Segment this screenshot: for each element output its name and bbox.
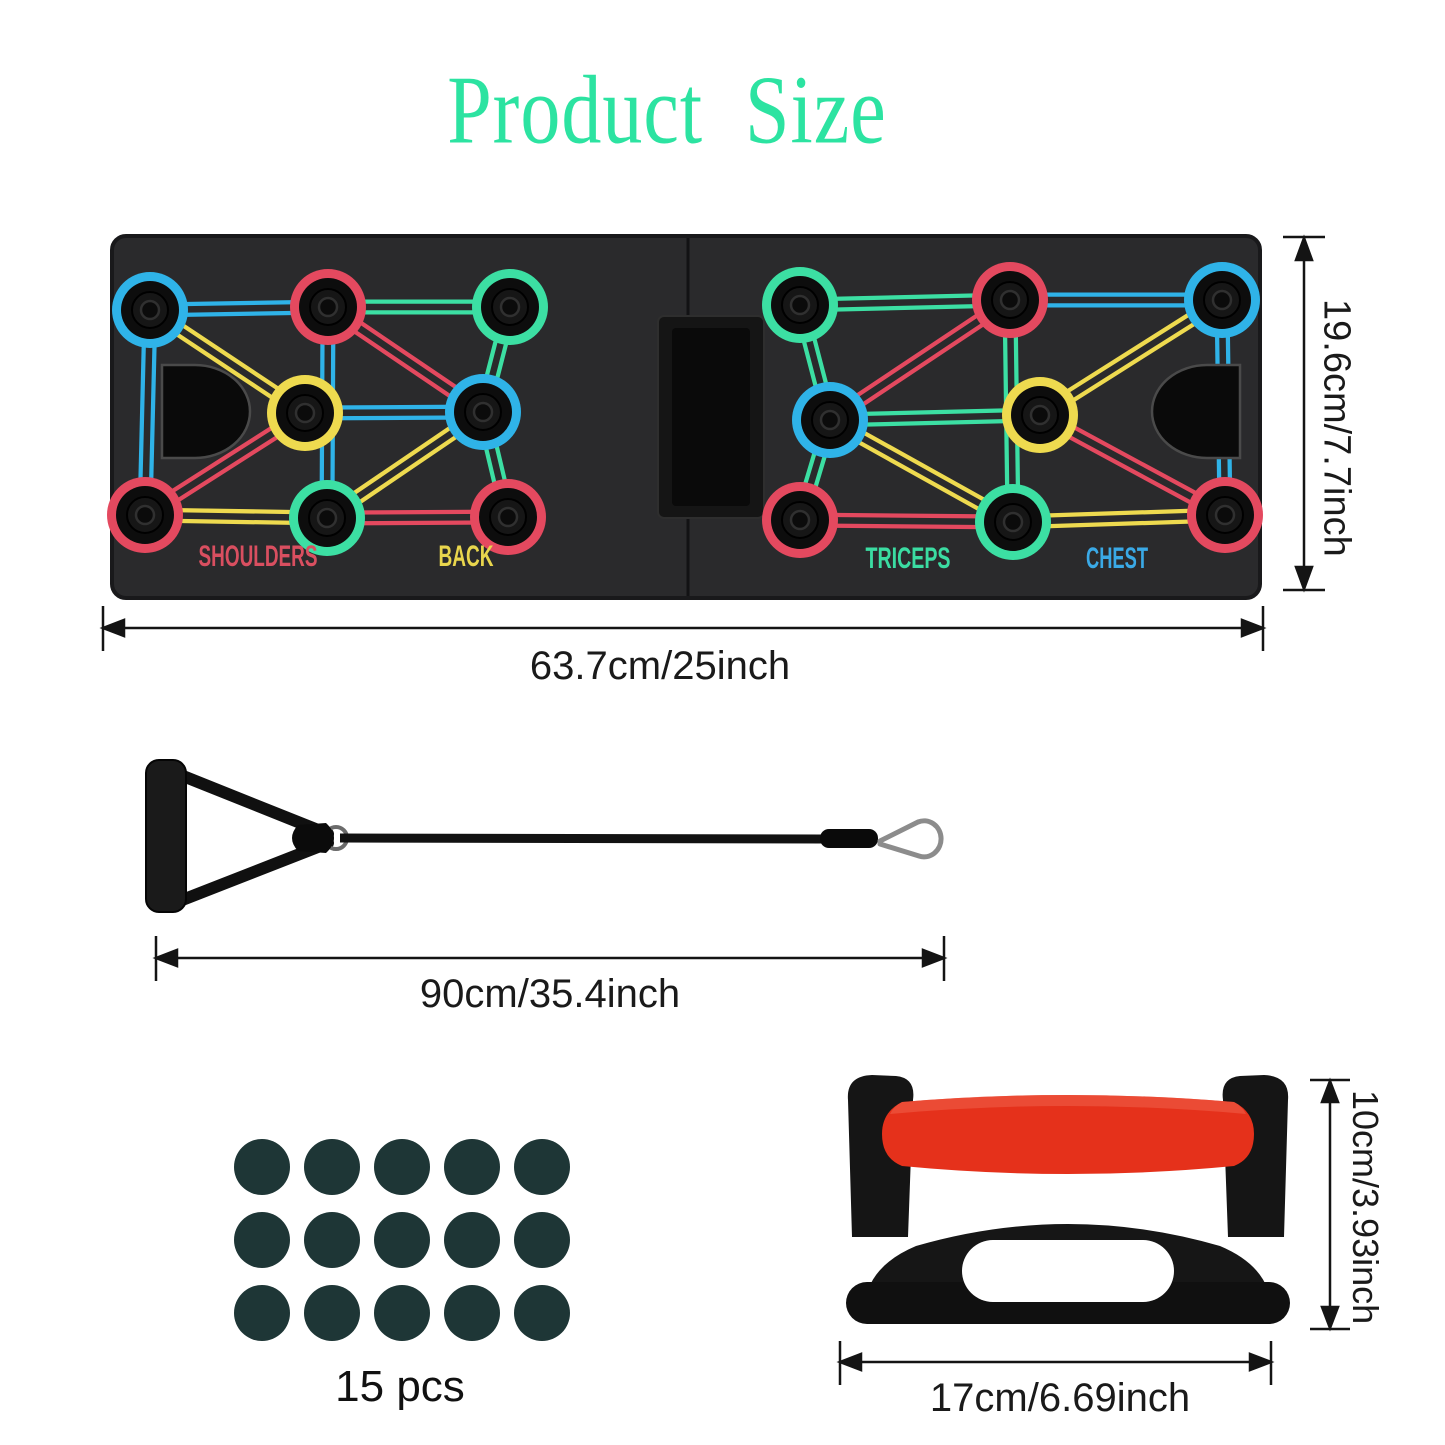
- handle-height-dim-label: 10cm/3.93inch: [1345, 1089, 1386, 1325]
- handle-grip: [882, 1095, 1254, 1174]
- handle-grip-highlight: [890, 1095, 1246, 1114]
- board-hole: [112, 272, 188, 348]
- push-up-board-graphic: SHOULDERS BACK TRICEPS CHEST: [107, 234, 1263, 600]
- board-hole: [289, 480, 365, 556]
- pad-circle: [514, 1139, 570, 1195]
- board-width-dimension-arrow: [99, 606, 1267, 651]
- pad-circle: [234, 1285, 290, 1341]
- board-height-dimension-arrow: [1283, 234, 1325, 593]
- board-label-back: BACK: [439, 540, 494, 573]
- pad-circle: [374, 1139, 430, 1195]
- board-handle-cutout-left: [160, 363, 252, 460]
- pad-circle: [444, 1139, 500, 1195]
- board-hole: [762, 482, 838, 558]
- board-height-dim-label: 19.6cm/7.7inch: [1315, 299, 1358, 557]
- board-hole: [972, 262, 1048, 338]
- board-hole: [1002, 377, 1078, 453]
- band-length-dim-label: 90cm/35.4inch: [419, 972, 681, 1016]
- band-foam-grip: [145, 759, 187, 913]
- board-hinge-block: [657, 315, 765, 519]
- band-length-dimension-arrow: [152, 936, 948, 981]
- handle-width-dim-label: 17cm/6.69inch: [929, 1376, 1191, 1420]
- pads-count-label: 15 pcs: [335, 1362, 465, 1411]
- board-hole: [792, 382, 868, 458]
- push-up-handle-graphic: [846, 1075, 1290, 1324]
- board-width-dim-label: 63.7cm/25inch: [529, 644, 791, 688]
- handle-base-plate: [846, 1282, 1290, 1324]
- handle-width-dimension-arrow: [836, 1341, 1275, 1385]
- pad-circle: [304, 1212, 360, 1268]
- band-carabiner: [877, 818, 944, 860]
- handle-base-cutout: [962, 1240, 1174, 1302]
- pad-circle: [514, 1212, 570, 1268]
- pad-circle: [374, 1285, 430, 1341]
- band-end-sleeve: [820, 829, 878, 848]
- board-hole: [762, 267, 838, 343]
- pad-circle: [514, 1285, 570, 1341]
- board-hole: [1184, 262, 1260, 338]
- pad-circle: [444, 1285, 500, 1341]
- pad-circle: [444, 1212, 500, 1268]
- pad-circle: [304, 1285, 360, 1341]
- page-title: Product Size: [447, 57, 887, 165]
- pad-circle: [234, 1212, 290, 1268]
- board-holes: [107, 262, 1263, 560]
- pad-circle: [304, 1139, 360, 1195]
- band-stopper: [292, 823, 334, 853]
- handle-height-dimension-arrow: [1310, 1077, 1350, 1332]
- board-label-shoulders: SHOULDERS: [199, 540, 318, 573]
- pad-circle: [374, 1212, 430, 1268]
- resistance-band-graphic: [145, 759, 944, 913]
- board-hole: [290, 269, 366, 345]
- board-hole: [1187, 477, 1263, 553]
- band-strap-bottom: [166, 837, 334, 910]
- board-hole: [472, 269, 548, 345]
- board-handle-cutout-right: [1150, 363, 1242, 460]
- board-hole: [107, 477, 183, 553]
- board-hole: [975, 484, 1051, 560]
- pad-circle: [234, 1139, 290, 1195]
- board-label-chest: CHEST: [1086, 542, 1148, 575]
- board-hole: [267, 375, 343, 451]
- pads-grid: [234, 1139, 570, 1341]
- board-hole: [470, 479, 546, 555]
- board-hole: [445, 374, 521, 450]
- band-tube: [339, 833, 823, 844]
- board-label-triceps: TRICEPS: [866, 542, 951, 575]
